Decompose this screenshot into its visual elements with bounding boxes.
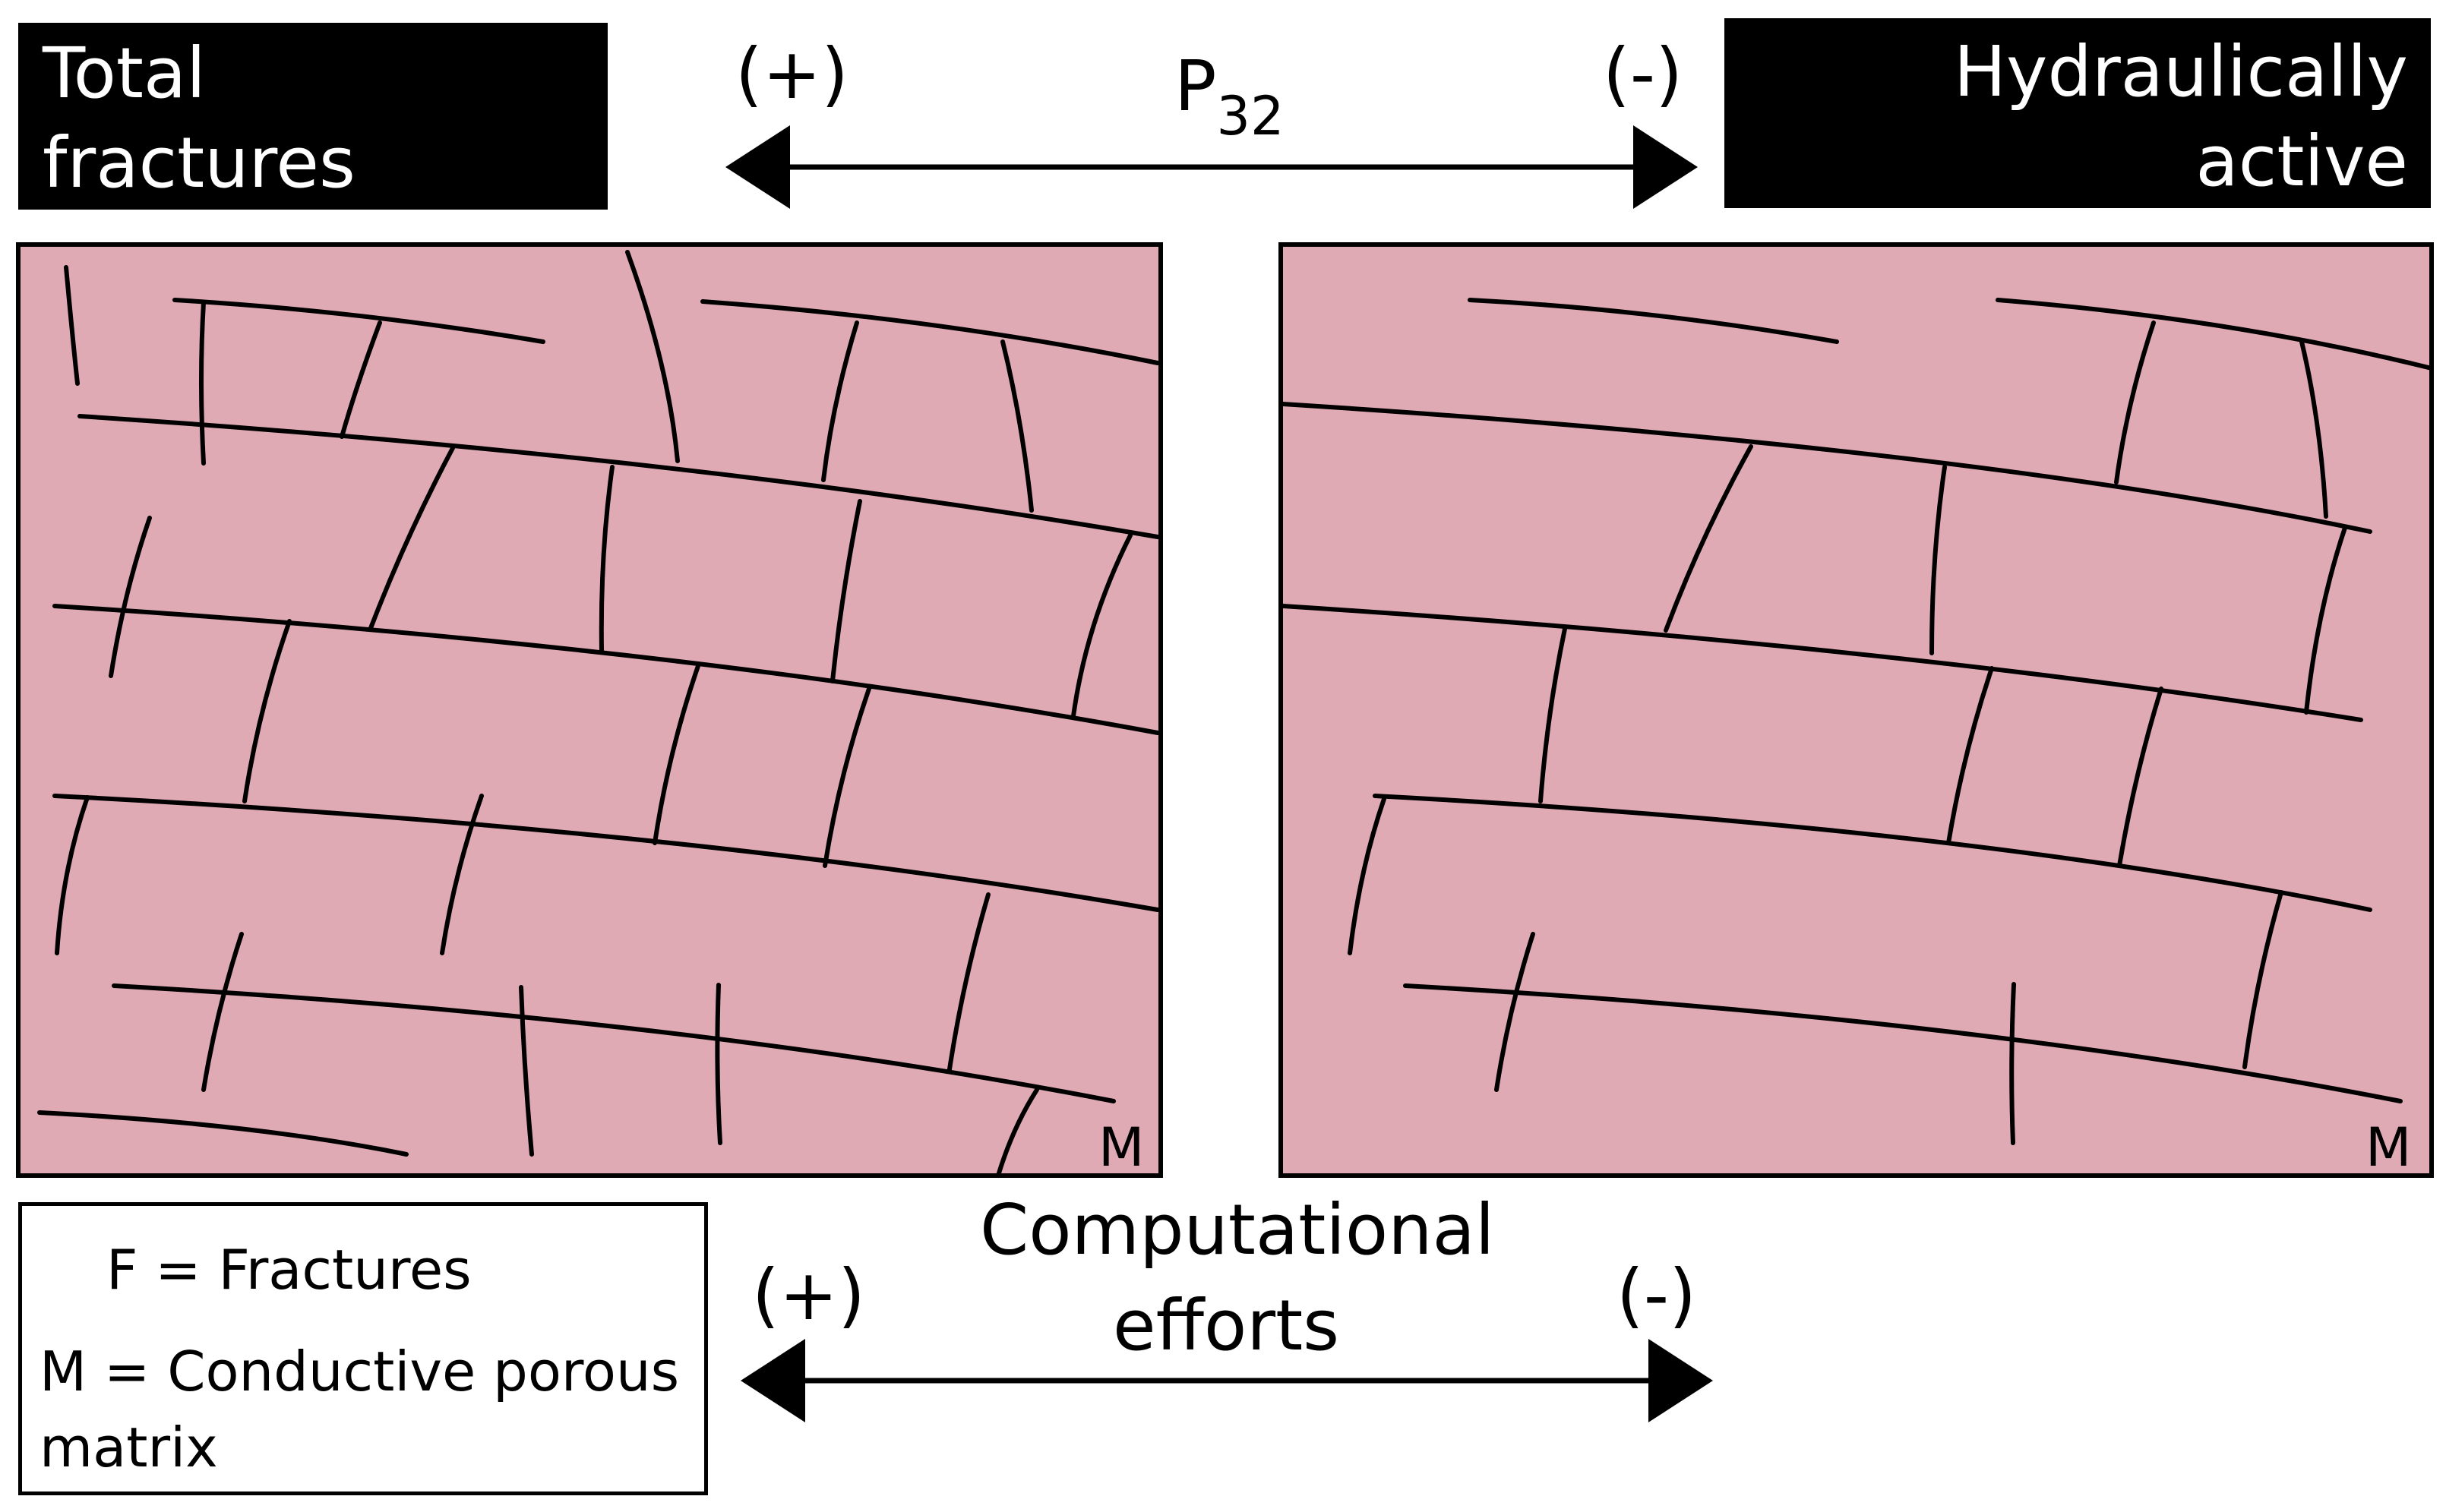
plus-bottom-label: (+) [752,1255,865,1336]
minus-top-label: (-) [1603,33,1683,115]
computational-efforts-line1: Computational [980,1189,1495,1271]
total-fractures-line1: Total [43,33,206,114]
arrow-right-head [1648,1339,1713,1422]
p32-label: P32 [1174,52,1285,144]
minus-bottom-label: (-) [1616,1255,1696,1336]
p32-symbol: P [1174,46,1217,127]
total-fractures-line2: fractures [43,122,356,204]
plus-top-label: (+) [735,33,849,115]
fracture-lines-right [1281,298,2434,1145]
matrix-marker-right: M [2365,1116,2412,1179]
computational-arrow [741,1339,1713,1422]
legend-fractures-text: F = Fractures [106,1238,472,1302]
matrix-marker-left: M [1098,1116,1145,1179]
arrow-left-head [741,1339,805,1422]
fracture-lines-left [37,250,1160,1178]
matrix-block-right [1278,242,2434,1178]
hydraulic-label-line1: Hydraulically active [1953,31,2408,202]
arrow-left-head [725,125,790,209]
arrow-right-head [1633,125,1698,209]
p32-arrow [725,125,1698,209]
legend-matrix-text-line1: M = Conductive porous [40,1340,680,1403]
total-fractures-label: Total fractures [18,23,608,210]
matrix-block-left [16,242,1163,1178]
hydraulically-active-fractures-label: Hydraulically active fractures [1724,18,2431,292]
legend-box [18,1202,708,1495]
computational-efforts-line2: efforts [1113,1285,1340,1366]
total-fractures-panel [16,242,1163,1178]
hydraulically-active-panel [1278,242,2434,1178]
p32-subscript: 32 [1216,85,1285,147]
legend-matrix-text-line2: matrix [40,1416,218,1479]
